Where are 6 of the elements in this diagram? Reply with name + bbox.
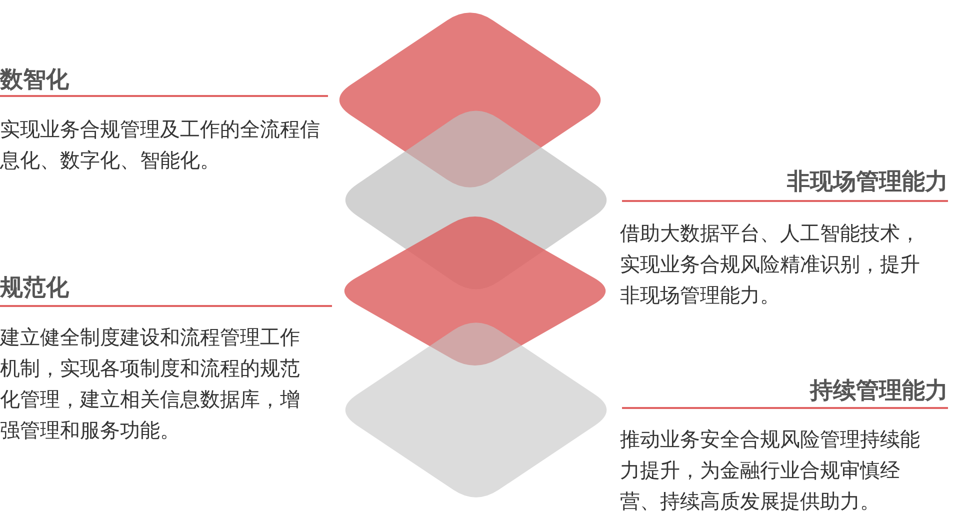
section-heading: 持续管理能力 [810,377,948,406]
section-description: 实现业务合规管理及工作的全流程信息化、数字化、智能化。 [0,116,321,174]
section-description: 借助大数据平台、人工智能技术，实现业务合规风险精准识别，提升非现场管理能力。 [620,220,921,309]
section-description: 推动业务安全合规风险管理持续能力提升，为金融行业合规审慎经营、持续高质发展提供助力。 [620,426,921,515]
section-description: 建立健全制度建设和流程管理工作机制，实现各项制度和流程的规范化管理，建立相关信息数据库，增强管理和服务功能。 [0,324,301,444]
section-heading: 非现场管理能力 [787,168,948,197]
